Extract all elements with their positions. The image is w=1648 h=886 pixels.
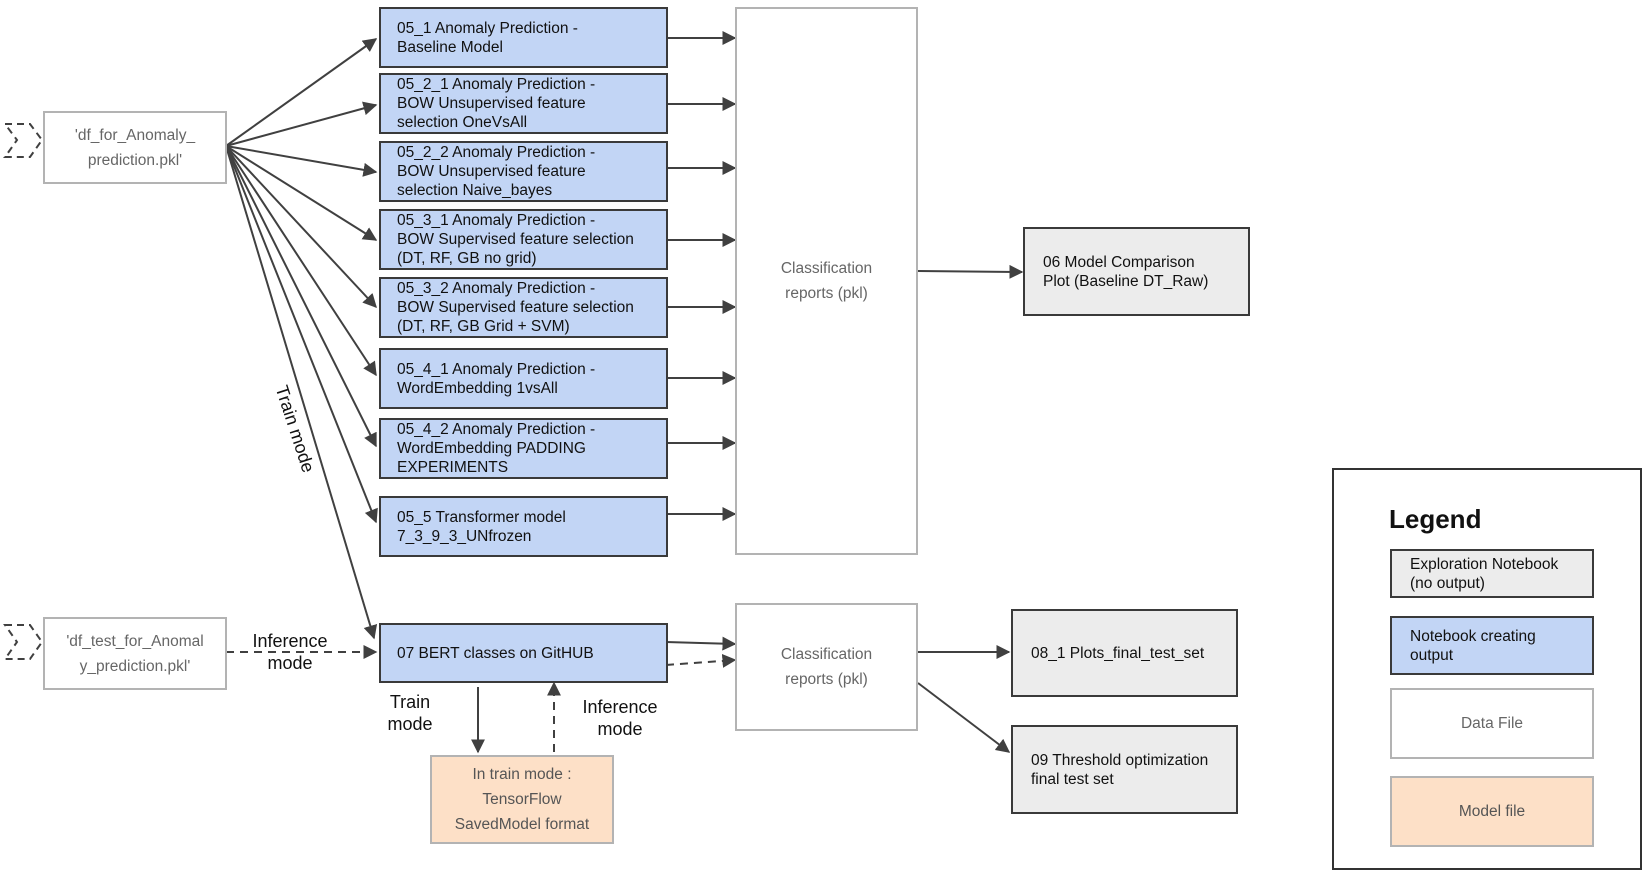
notebook-05-4-1: 05_4_1 Anomaly Prediction - WordEmbeddin… [379, 348, 668, 409]
classification-reports-top: Classification reports (pkl) [735, 7, 918, 555]
edge-train-to-05-3-1 [225, 145, 378, 241]
notebook-07: 07 BERT classes on GitHUB [379, 623, 668, 683]
edge-reports-to-06 [917, 264, 1024, 279]
legend-model-file: Model file [1390, 776, 1594, 847]
model-file-savedmodel: In train mode : TensorFlow SavedModel fo… [430, 755, 614, 844]
edge-train-to-05-3-2 [225, 145, 377, 309]
data-file-train: 'df_for_Anomaly_ prediction.pkl' [43, 111, 227, 184]
notebook-09: 09 Threshold optimization final test set [1011, 725, 1238, 814]
label-train-mode-down: Train mode [387, 692, 433, 734]
edge-train-to-05-4-2 [225, 145, 377, 448]
offpage-connector-test [3, 624, 44, 660]
data-file-test: 'df_test_for_Anomal y_prediction.pkl' [43, 617, 227, 690]
edge-07-to-reports [665, 636, 737, 651]
classification-reports-bottom: Classification reports (pkl) [735, 603, 918, 731]
edge-train-to-05-4-1 [225, 145, 377, 377]
edge-train-to-07 [225, 145, 378, 640]
edge-train-to-05-1 [225, 38, 378, 147]
edge-07-to-reports-inference [665, 653, 737, 668]
notebook-05-2-1: 05_2_1 Anomaly Prediction - BOW Unsuperv… [379, 73, 668, 134]
notebook-05-1: 05_1 Anomaly Prediction - Baseline Model [379, 7, 668, 68]
label-inference-mode-up: Inference mode [582, 697, 658, 739]
legend-notebook-creating-output: Notebook creating output [1390, 616, 1594, 675]
notebook-08-1: 08_1 Plots_final_test_set [1011, 609, 1238, 697]
notebook-05-3-1: 05_3_1 Anomaly Prediction - BOW Supervis… [379, 209, 668, 270]
notebook-05-4-2: 05_4_2 Anomaly Prediction - WordEmbeddin… [379, 418, 668, 479]
notebook-05-3-2: 05_3_2 Anomaly Prediction - BOW Supervis… [379, 277, 668, 338]
notebook-05-2-2: 05_2_2 Anomaly Prediction - BOW Unsuperv… [379, 141, 668, 202]
notebook-06: 06 Model Comparison Plot (Baseline DT_Ra… [1023, 227, 1250, 316]
legend-exploration-notebook: Exploration Notebook (no output) [1390, 549, 1594, 598]
label-inference-mode-left: Inference mode [252, 631, 328, 673]
edge-train-to-05-2-1 [225, 101, 378, 147]
edge-reports-to-09 [917, 682, 1011, 753]
edge-train-to-05-5 [225, 145, 378, 524]
notebook-05-5: 05_5 Transformer model 7_3_9_3_UNfrozen [379, 496, 668, 557]
offpage-connector-train [3, 123, 44, 158]
legend-title: Legend [1389, 504, 1482, 534]
legend-data-file: Data File [1390, 688, 1594, 759]
legend: Legend Exploration Notebook (no output) … [1332, 468, 1642, 870]
edge-train-to-05-2-2 [225, 145, 378, 177]
